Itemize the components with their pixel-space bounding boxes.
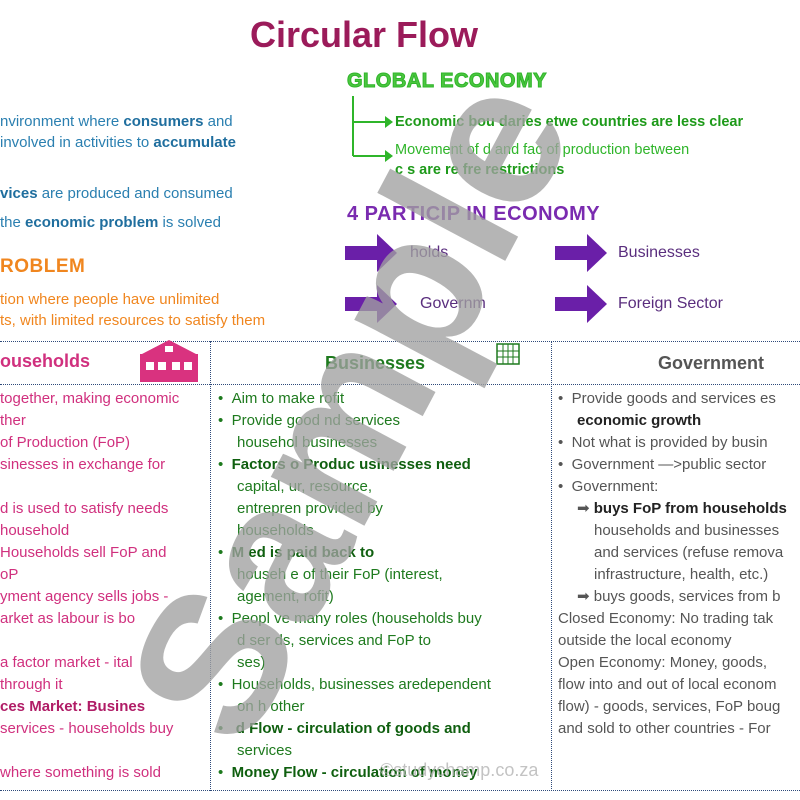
government-line: Open Economy: Money, goods, (558, 654, 768, 671)
problem-line-1: tion where people have unlimited (0, 291, 220, 308)
households-line: sinesses in exchange for (0, 456, 166, 473)
government-line: and sold to other countries - For (558, 720, 771, 737)
government-line: • Not what is provided by busin (558, 434, 768, 451)
businesses-line: entrepren provided by (237, 500, 383, 517)
households-line: Households sell FoP and (0, 544, 167, 561)
participants-heading: 4 PARTICIP IN ECONOMY (347, 203, 601, 225)
arrow-right-icon (345, 234, 397, 272)
site-watermark: ©studychamp.co.za (380, 760, 539, 780)
participant-households: holds (410, 244, 449, 261)
government-line: flow) - goods, services, FoP boug (558, 698, 781, 715)
government-line: outside the local economy (558, 632, 732, 649)
government-line: ➡ buys FoP from households (577, 500, 787, 517)
households-line (0, 740, 179, 762)
government-line: • Government: (558, 478, 659, 495)
households-line: of Production (FoP) (0, 434, 131, 451)
businesses-line: d ser ds, services and FoP to (237, 632, 431, 649)
businesses-line: agement, rofit) (237, 588, 334, 605)
households-line: where something is sold (0, 764, 161, 781)
definition-line-2: involved in activities to accumulate (0, 134, 236, 151)
households-line: ces Market: Busines (0, 698, 146, 715)
global-economy-item-2a: Movement of d and fac of production betw… (395, 142, 690, 158)
definition-line-3: vices are produced and consumed (0, 185, 233, 202)
arrow-right-icon (345, 285, 397, 323)
businesses-line: househ e of their FoP (interest, (237, 566, 443, 583)
businesses-line: • M ed is paid back to (218, 544, 375, 561)
table-top-border (0, 341, 800, 342)
government-line: • Provide goods and services es (558, 390, 776, 407)
businesses-line: • Provide good nd services (218, 412, 401, 429)
building-icon (496, 343, 520, 365)
businesses-line: ses) (237, 654, 266, 671)
households-line: d is used to satisfy needs (0, 500, 169, 517)
businesses-header: Businesses (325, 353, 426, 373)
households-line: household (0, 522, 70, 539)
participant-government: Governm (420, 295, 486, 312)
businesses-line: • Money Flow - circulation of money (218, 764, 478, 781)
problem-line-2: ts, with limited resources to satisfy th… (0, 312, 266, 329)
households-line: arket as labour is bo (0, 610, 136, 627)
definition-line-1: nvironment where consumers and (0, 113, 233, 130)
definition-line-4: the economic problem is solved (0, 214, 221, 231)
households-line: a factor market - ital (0, 654, 133, 671)
businesses-line: • Peopl ve many roles (households buy (218, 610, 482, 627)
global-economy-item-2b: c s are re fre restrictions (395, 162, 565, 178)
government-line: and services (refuse remova (594, 544, 784, 561)
economic-problem-heading: ROBLEM (0, 256, 86, 277)
global-economy-heading: GLOBAL ECONOMY (347, 70, 547, 93)
arrow-right-icon (555, 285, 607, 323)
households-line: oP (0, 566, 19, 583)
government-line: households and businesses (594, 522, 780, 539)
participant-foreign-sector: Foreign Sector (618, 295, 723, 312)
households-line: through it (0, 676, 63, 693)
businesses-line: • Households, businesses aredependent (218, 676, 491, 693)
arrow-right-icon (555, 234, 607, 272)
government-line: Closed Economy: No trading tak (558, 610, 774, 627)
table-divider-1 (210, 341, 211, 791)
government-column: • Provide goods and services es economic… (558, 388, 787, 740)
households-line: together, making economic (0, 390, 180, 407)
households-line: services - households buy (0, 720, 174, 737)
households-line (0, 630, 179, 652)
businesses-line: • Aim to make rofit (218, 390, 345, 407)
government-line: ➡ buys goods, services from b (577, 588, 781, 605)
households-line: ther (0, 412, 26, 429)
businesses-column: • Aim to make rofit • Provide good nd se… (218, 388, 491, 784)
households-header: ouseholds (0, 351, 91, 371)
businesses-line: capital, ur, resource, (237, 478, 373, 495)
businesses-line: househol businesses (237, 434, 378, 451)
global-economy-connector (352, 96, 393, 162)
table-bottom-border (0, 790, 800, 791)
government-line: infrastructure, health, etc.) (594, 566, 769, 583)
table-divider-2 (551, 341, 552, 791)
businesses-line: on h other (237, 698, 305, 715)
global-economy-item-1: Economic bou daries etwe countries are l… (395, 114, 744, 130)
government-line: economic growth (577, 412, 702, 429)
businesses-line: • d Flow - circulation of goods and (218, 720, 471, 737)
house-icon (140, 340, 198, 382)
businesses-line: • Factors o Produc usinesses need (218, 456, 471, 473)
households-column: together, making economic ther of Produc… (0, 388, 179, 784)
government-header: Government (658, 353, 765, 373)
households-line: yment agency sells jobs - (0, 588, 169, 605)
table-header-border (0, 384, 800, 385)
page-title: Circular Flow (250, 14, 479, 55)
government-line: • Government —>public sector (558, 456, 767, 473)
businesses-line: households (237, 522, 314, 539)
participant-businesses: Businesses (618, 244, 700, 261)
businesses-line: services (237, 742, 293, 759)
households-line (0, 476, 179, 498)
government-line: flow into and out of local econom (558, 676, 777, 693)
